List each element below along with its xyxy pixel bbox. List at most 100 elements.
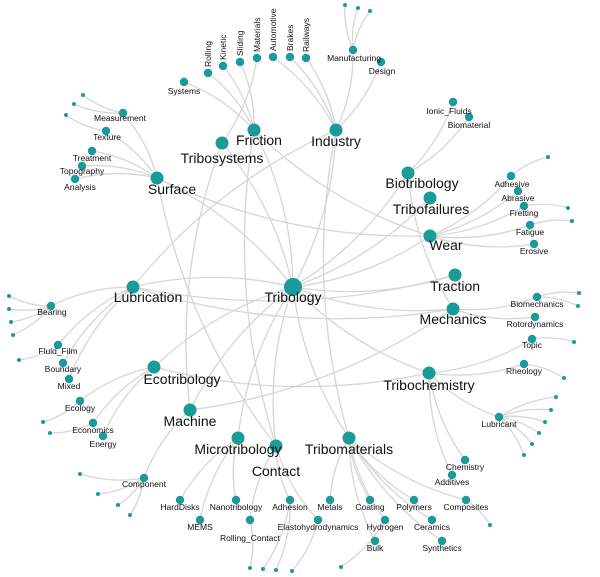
node-railways[interactable] [301, 53, 311, 63]
node-nanotribology[interactable] [231, 495, 241, 505]
peripheral-node[interactable] [64, 113, 68, 117]
node-adhesive[interactable] [506, 171, 516, 181]
node-composites[interactable] [461, 495, 471, 505]
peripheral-node[interactable] [116, 503, 120, 507]
node-fluid-film[interactable] [53, 340, 63, 350]
peripheral-node[interactable] [368, 9, 372, 13]
node-energy[interactable] [98, 431, 108, 441]
node-erosive[interactable] [529, 239, 539, 249]
node-tribomaterials[interactable] [342, 431, 356, 445]
node-mixed[interactable] [64, 374, 74, 384]
node-elastohydrodynamics[interactable] [313, 515, 323, 525]
peripheral-node[interactable] [546, 155, 550, 159]
peripheral-node[interactable] [128, 513, 132, 517]
node-biotribology[interactable] [401, 166, 415, 180]
peripheral-node[interactable] [530, 442, 534, 446]
node-industry[interactable] [329, 123, 343, 137]
peripheral-node[interactable] [261, 567, 265, 571]
peripheral-node[interactable] [11, 333, 15, 337]
peripheral-node[interactable] [343, 3, 347, 7]
node-systems[interactable] [179, 77, 189, 87]
node-chemistry[interactable] [460, 455, 470, 465]
node-analysis[interactable] [70, 174, 80, 184]
node-additives[interactable] [447, 470, 457, 480]
node-kinetic[interactable] [218, 61, 228, 71]
peripheral-node[interactable] [576, 304, 580, 308]
node-sliding[interactable] [235, 57, 245, 67]
node-bearing[interactable] [46, 301, 56, 311]
peripheral-node[interactable] [248, 566, 252, 570]
peripheral-node[interactable] [7, 294, 11, 298]
node-rheology[interactable] [519, 359, 529, 369]
node-ecology[interactable] [75, 396, 85, 406]
node-tribochemistry[interactable] [422, 366, 436, 380]
node-harddisks[interactable] [175, 495, 185, 505]
node-rolling-contact[interactable] [245, 515, 255, 525]
peripheral-node[interactable] [543, 420, 547, 424]
node-automotive[interactable] [268, 52, 278, 62]
node-polymers[interactable] [409, 495, 419, 505]
node-component[interactable] [139, 473, 149, 483]
node-ecotribology[interactable] [147, 360, 161, 374]
peripheral-node[interactable] [78, 472, 82, 476]
peripheral-node[interactable] [537, 431, 541, 435]
node-fatigue[interactable] [525, 220, 535, 230]
node-wear[interactable] [423, 229, 437, 243]
peripheral-node[interactable] [48, 431, 52, 435]
node-contact[interactable] [269, 439, 283, 453]
node-topic[interactable] [527, 334, 537, 344]
node-design[interactable] [376, 57, 386, 67]
node-tribology[interactable] [284, 278, 302, 296]
node-ceramics[interactable] [427, 515, 437, 525]
node-metals[interactable] [325, 495, 335, 505]
peripheral-node[interactable] [577, 291, 581, 295]
node-topography[interactable] [77, 161, 87, 171]
node-biomaterial[interactable] [464, 112, 474, 122]
peripheral-node[interactable] [572, 340, 576, 344]
node-brakes[interactable] [285, 52, 295, 62]
peripheral-node[interactable] [488, 523, 492, 527]
node-texture[interactable] [101, 126, 111, 136]
node-tribosystems[interactable] [215, 136, 229, 150]
node-lubrication[interactable] [126, 280, 140, 294]
node-friction[interactable] [247, 123, 261, 137]
peripheral-node[interactable] [96, 492, 100, 496]
peripheral-node[interactable] [554, 395, 558, 399]
node-rolling[interactable] [203, 68, 213, 78]
node-treatment[interactable] [87, 146, 97, 156]
node-measurement[interactable] [118, 108, 128, 118]
node-ionic-fluids[interactable] [448, 97, 458, 107]
peripheral-node[interactable] [522, 453, 526, 457]
node-surface[interactable] [150, 171, 164, 185]
peripheral-node[interactable] [290, 569, 294, 573]
peripheral-node[interactable] [81, 93, 85, 97]
node-coating[interactable] [365, 495, 375, 505]
node-fretting[interactable] [519, 201, 529, 211]
peripheral-node[interactable] [549, 408, 553, 412]
peripheral-node[interactable] [562, 376, 566, 380]
node-synthetics[interactable] [437, 536, 447, 546]
node-biomechanics[interactable] [532, 292, 542, 302]
node-hydrogen[interactable] [380, 515, 390, 525]
node-manufacturing[interactable] [348, 45, 358, 55]
peripheral-node[interactable] [9, 320, 13, 324]
peripheral-node[interactable] [41, 420, 45, 424]
peripheral-node[interactable] [339, 565, 343, 569]
peripheral-node[interactable] [570, 219, 574, 223]
node-abrasive[interactable] [513, 186, 523, 196]
node-boundary[interactable] [58, 358, 68, 368]
node-lubricant[interactable] [494, 412, 504, 422]
node-economics[interactable] [88, 418, 98, 428]
peripheral-node[interactable] [274, 568, 278, 572]
peripheral-node[interactable] [72, 102, 76, 106]
node-mems[interactable] [195, 515, 205, 525]
node-machine[interactable] [183, 403, 197, 417]
node-mechanics[interactable] [446, 302, 460, 316]
peripheral-node[interactable] [566, 206, 570, 210]
node-bulk[interactable] [370, 536, 380, 546]
node-traction[interactable] [448, 268, 462, 282]
peripheral-node[interactable] [7, 307, 11, 311]
node-microtribology[interactable] [231, 431, 245, 445]
node-rotordynamics[interactable] [530, 312, 540, 322]
peripheral-node[interactable] [17, 358, 21, 362]
